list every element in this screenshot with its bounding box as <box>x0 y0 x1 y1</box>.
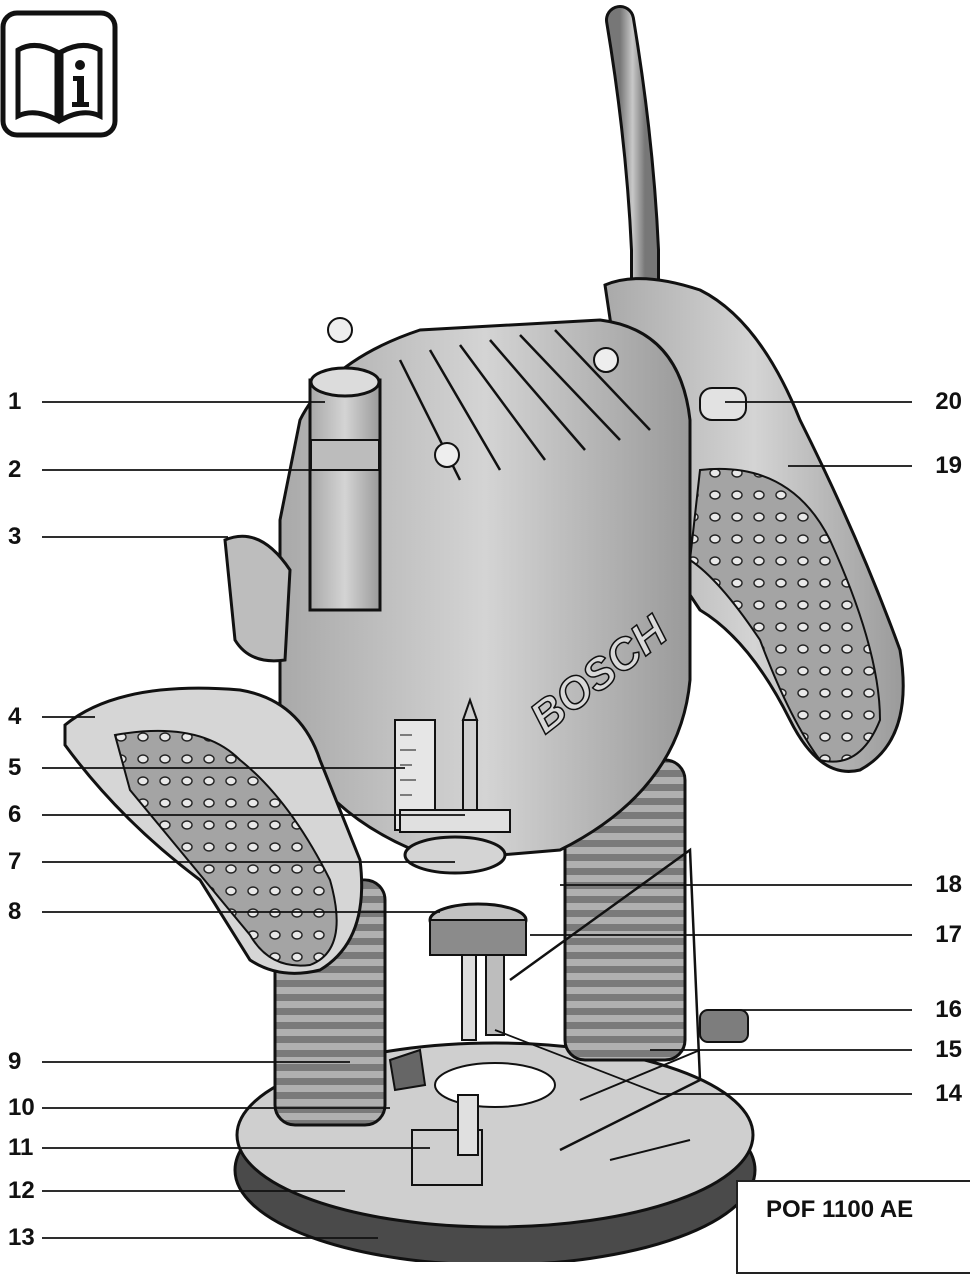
callout-11: 11 <box>8 1134 34 1161</box>
callout-15: 15 <box>935 1036 962 1063</box>
callout-18: 18 <box>935 871 962 898</box>
callout-10: 10 <box>8 1094 35 1121</box>
speed-knob <box>308 378 382 612</box>
callout-13: 13 <box>8 1224 35 1251</box>
book-info-icon <box>0 10 118 138</box>
callout-17: 17 <box>935 921 962 948</box>
callout-2: 2 <box>8 456 22 483</box>
depth-stop-turret <box>403 835 507 875</box>
callout-7: 7 <box>8 848 22 875</box>
leader-lines-left <box>42 401 465 1239</box>
callout-8: 8 <box>8 898 22 925</box>
callout-16: 16 <box>935 996 962 1023</box>
callout-12: 12 <box>8 1177 35 1204</box>
clamp-knob <box>699 1009 749 1043</box>
callout-14: 14 <box>935 1080 962 1107</box>
callout-6: 6 <box>8 801 22 828</box>
router-bit <box>461 954 477 1041</box>
motor-housing <box>278 318 692 862</box>
callout-19: 19 <box>935 452 962 479</box>
depth-lock-lever <box>223 534 292 663</box>
model-label: POF 1100 AE <box>766 1196 914 1223</box>
callout-4: 4 <box>8 703 22 730</box>
lock-lever-small <box>388 1048 427 1092</box>
callout-5: 5 <box>8 754 22 781</box>
callout-3: 3 <box>8 523 22 550</box>
model-label-box: POF 1100 AE <box>736 1180 970 1274</box>
callout-20: 20 <box>935 388 962 415</box>
leader-lines-right <box>494 401 912 1095</box>
callout-9: 9 <box>8 1048 22 1075</box>
callout-1: 1 <box>8 388 22 415</box>
depth-stop-rod <box>462 719 478 821</box>
